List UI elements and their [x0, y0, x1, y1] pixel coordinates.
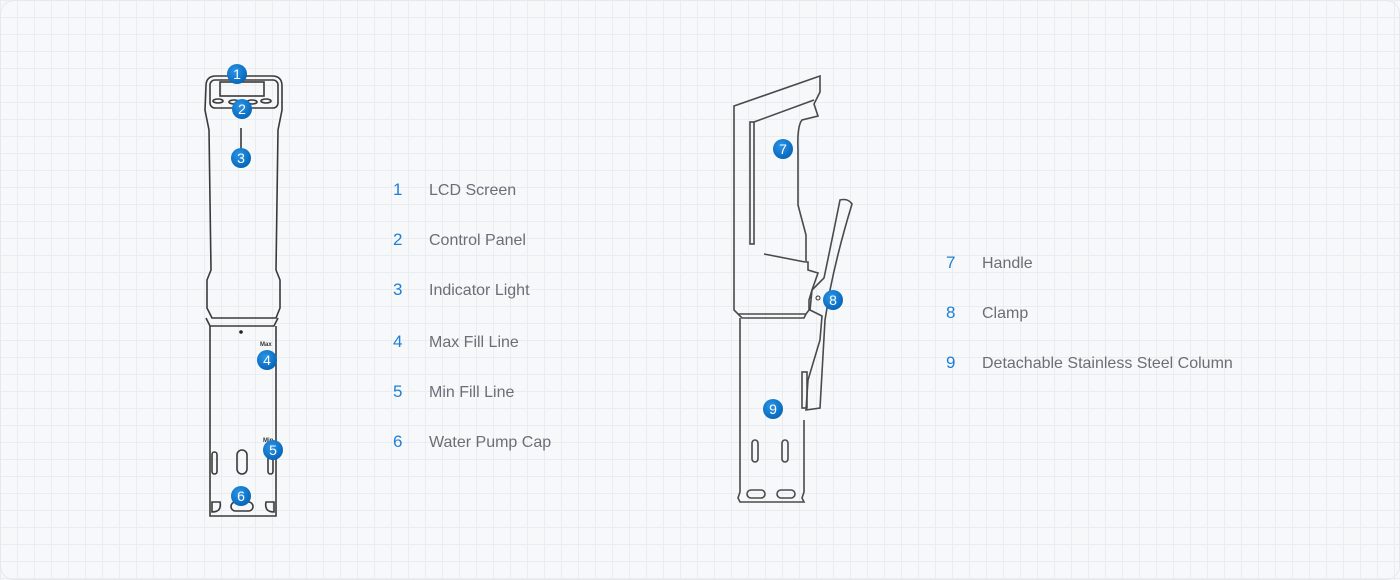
badge-2: 2	[232, 99, 252, 119]
legend-item-clamp: 8 Clamp	[946, 303, 1028, 323]
svg-text:7: 7	[779, 141, 787, 157]
svg-text:1: 1	[233, 66, 241, 82]
legend-number: 8	[946, 303, 956, 322]
legend-label: Indicator Light	[429, 282, 530, 299]
badge-9: 9	[763, 399, 783, 419]
legend-item-min-fill-line: 5 Min Fill Line	[393, 382, 514, 402]
svg-text:5: 5	[269, 442, 277, 458]
badge-8: 8	[823, 290, 843, 310]
legend-item-control-panel: 2 Control Panel	[393, 230, 526, 250]
max-marking: Max	[260, 342, 272, 348]
legend-number: 3	[393, 280, 403, 299]
legend-label: Detachable Stainless Steel Column	[982, 355, 1233, 372]
badge-7: 7	[773, 139, 793, 159]
legend-number: 4	[393, 332, 403, 351]
legend-number: 1	[393, 180, 403, 199]
svg-text:6: 6	[237, 488, 245, 504]
legend-number: 2	[393, 230, 403, 249]
svg-text:9: 9	[769, 401, 777, 417]
legend-item-lcd-screen: 1 LCD Screen	[393, 180, 516, 200]
clamp-screw	[815, 295, 821, 301]
sensor-dot	[239, 330, 243, 334]
badge-6: 6	[231, 486, 251, 506]
badge-4: 4	[257, 350, 277, 370]
svg-text:2: 2	[238, 101, 246, 117]
svg-text:4: 4	[263, 352, 271, 368]
legend-label: Control Panel	[429, 232, 526, 249]
legend-item-handle: 7 Handle	[946, 253, 1033, 273]
svg-text:8: 8	[829, 292, 837, 308]
badge-5: 5	[263, 440, 283, 460]
legend-item-detachable-column: 9 Detachable Stainless Steel Column	[946, 353, 1233, 373]
legend-number: 7	[946, 253, 956, 272]
badge-3: 3	[231, 148, 251, 168]
legend-item-max-fill-line: 4 Max Fill Line	[393, 332, 519, 352]
legend-label: Max Fill Line	[429, 334, 519, 351]
legend-label: LCD Screen	[429, 182, 517, 199]
min-marking: Min	[263, 438, 274, 444]
legend-number: 9	[946, 353, 956, 372]
legend-item-water-pump-cap: 6 Water Pump Cap	[393, 432, 551, 452]
badge-1: 1	[227, 64, 247, 84]
side-device-outline	[733, 74, 853, 503]
legend-label: Handle	[982, 255, 1033, 272]
legend-label: Min Fill Line	[429, 384, 515, 401]
svg-text:3: 3	[237, 150, 245, 166]
legend-number: 5	[393, 382, 403, 401]
legend-item-indicator-light: 3 Indicator Light	[393, 280, 530, 300]
legend-label: Water Pump Cap	[429, 434, 552, 451]
legend-label: Clamp	[982, 305, 1029, 322]
legend-number: 6	[393, 432, 403, 451]
